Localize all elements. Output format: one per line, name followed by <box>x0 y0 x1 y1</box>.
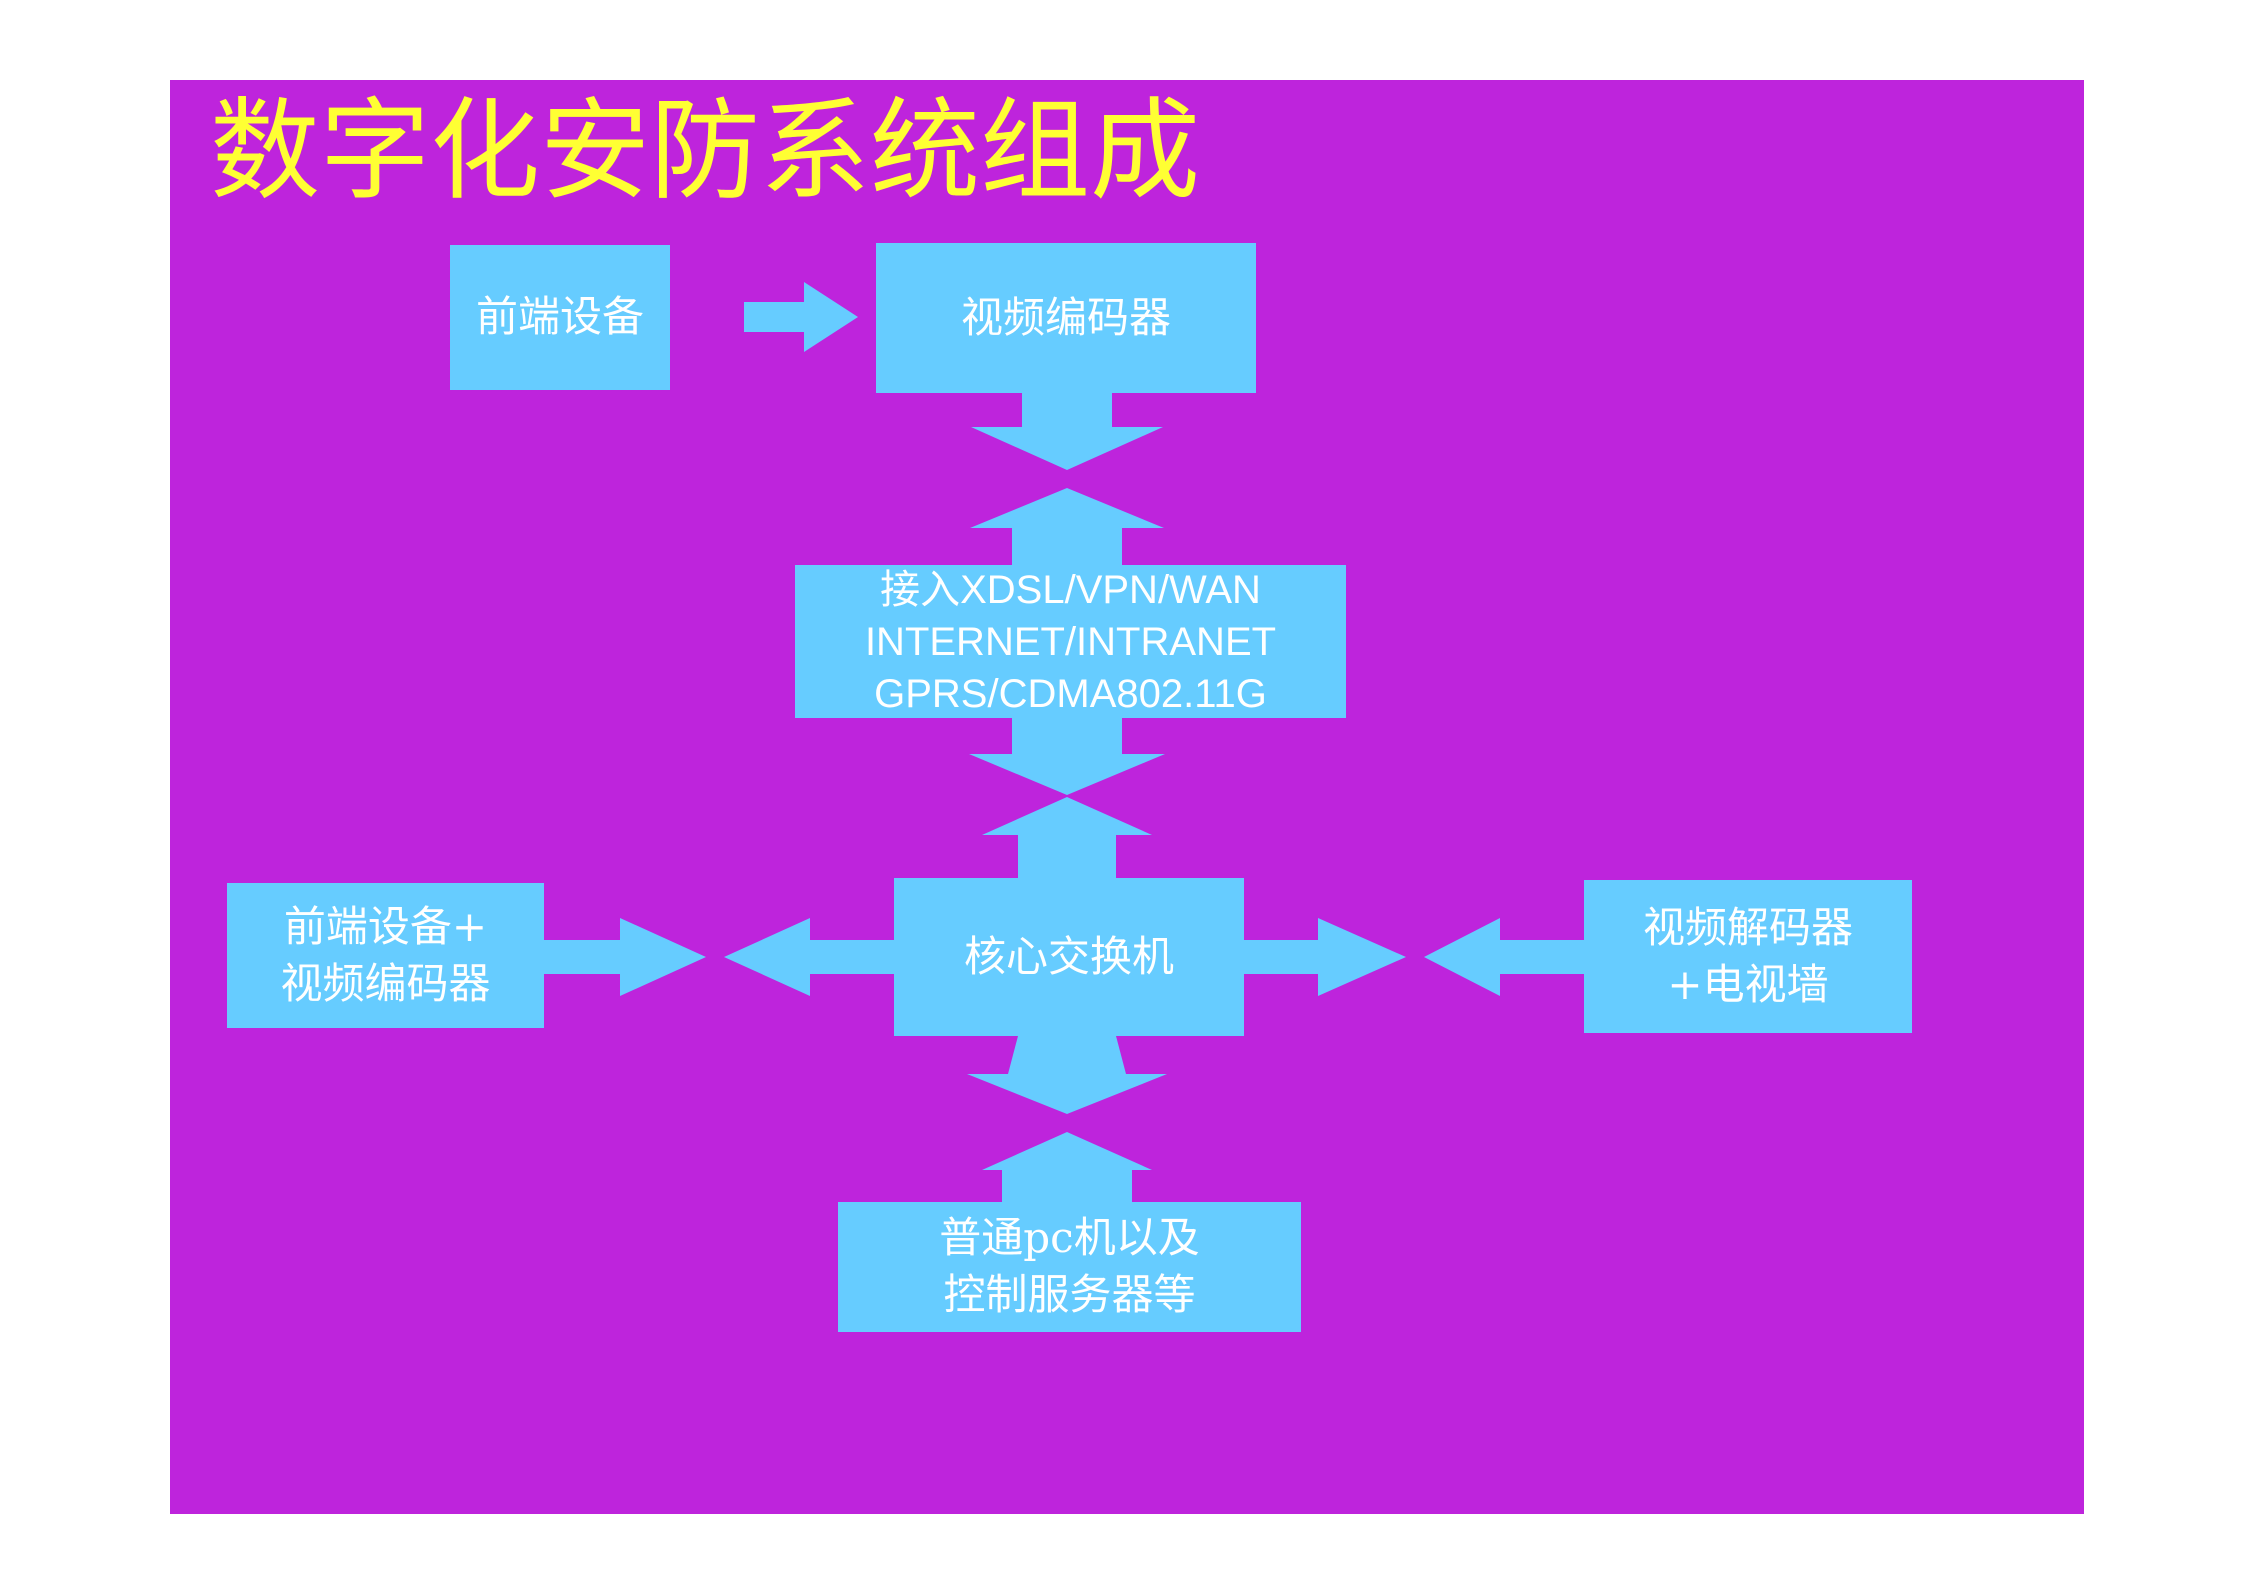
node-front-device-encoder: 前端设备+ 视频编码器 <box>227 883 544 1028</box>
node-core-switch: 核心交换机 <box>894 878 1244 1036</box>
arrow-encoder-down <box>971 393 1163 470</box>
arrow-pc-up <box>982 1132 1152 1202</box>
page-title: 数字化安防系统组成 <box>210 87 1200 215</box>
arrow-decoder-to-core <box>1424 918 1584 996</box>
node-video-decoder-line-1: 视频解码器 <box>1642 902 1853 952</box>
node-front-device-line-1: 前端设备 <box>475 292 644 342</box>
node-front-device-encoder-line-2: 视频编码器 <box>280 958 491 1008</box>
node-pc-servers-line-2: 控制服务器等 <box>943 1270 1196 1319</box>
node-front-device: 前端设备 <box>450 245 670 390</box>
node-network-line-3: GPRS/CDMA802.11G <box>874 671 1267 716</box>
node-video-encoder-line-1: 视频编码器 <box>960 292 1171 342</box>
arrow-core-to-left-device <box>724 918 894 996</box>
arrow-core-up <box>982 797 1152 878</box>
arrow-core-to-decoder <box>1242 918 1406 996</box>
arrow-left-device-to-core <box>544 918 706 996</box>
arrow-network-down <box>969 716 1165 795</box>
node-pc-servers-line-1: 普通pc机以及 <box>939 1213 1200 1263</box>
node-core-switch-line-1: 核心交换机 <box>963 931 1174 981</box>
node-network-line-1: 接入XDSL/VPN/WAN <box>880 567 1261 612</box>
arrow-front-device-to-encoder <box>744 282 858 352</box>
node-network-access: 接入XDSL/VPN/WAN INTERNET/INTRANET GPRS/CD… <box>795 565 1346 718</box>
node-video-decoder-line-2: +电视墙 <box>1667 959 1829 1009</box>
arrow-core-down <box>967 1036 1167 1114</box>
slide-background: 数字化安防系统组成 前端设备 视频编码器 接入XDSL/VPN/WAN INTE… <box>170 80 2084 1514</box>
node-pc-servers: 普通pc机以及 控制服务器等 <box>838 1202 1301 1332</box>
node-front-device-encoder-line-1: 前端设备+ <box>283 901 488 951</box>
arrow-network-up-top <box>970 488 1164 565</box>
flow-arrows <box>544 282 1584 1202</box>
node-network-line-2: INTERNET/INTRANET <box>864 619 1277 664</box>
node-video-encoder: 视频编码器 <box>876 243 1256 393</box>
node-video-decoder-wall: 视频解码器 +电视墙 <box>1584 880 1912 1033</box>
